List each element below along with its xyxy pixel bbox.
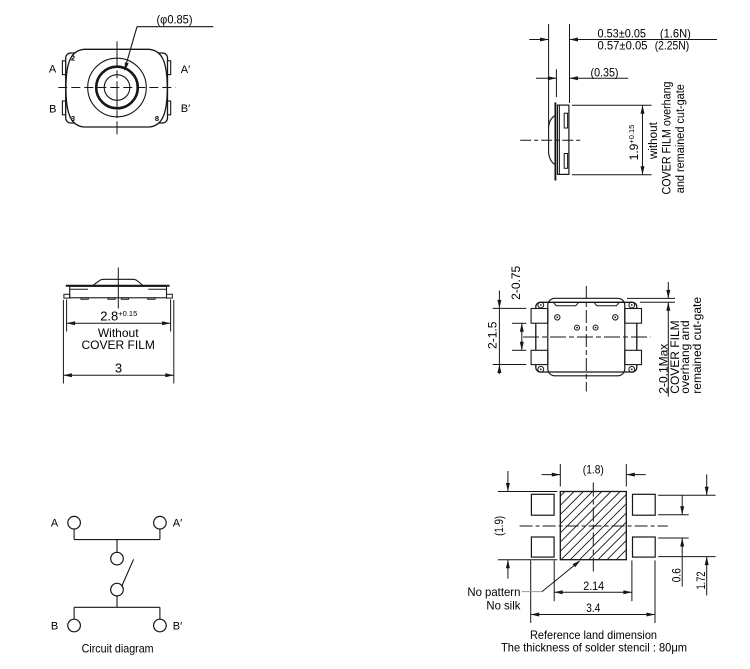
svg-text:B: B bbox=[51, 621, 58, 633]
svg-text:0.6: 0.6 bbox=[669, 568, 683, 582]
svg-text:and remained cut-gate: and remained cut-gate bbox=[675, 84, 687, 193]
svg-text:COVER FILM overhang: COVER FILM overhang bbox=[661, 82, 673, 195]
svg-text:No silk: No silk bbox=[486, 599, 521, 613]
svg-text:(1.8): (1.8) bbox=[583, 463, 604, 477]
svg-text:1.72: 1.72 bbox=[694, 571, 708, 589]
svg-text:remained cut-gate: remained cut-gate bbox=[690, 297, 704, 394]
svg-text:8: 8 bbox=[155, 114, 159, 123]
svg-text:COVER FILM: COVER FILM bbox=[668, 320, 682, 393]
svg-text:No pattern: No pattern bbox=[467, 585, 520, 599]
svg-text:(1.9): (1.9) bbox=[492, 516, 506, 536]
svg-text:Reference land dimension: Reference land dimension bbox=[530, 628, 657, 642]
svg-text:B′: B′ bbox=[181, 103, 190, 115]
svg-text:B: B bbox=[49, 104, 56, 116]
svg-text:B′: B′ bbox=[173, 621, 182, 633]
svg-text:without: without bbox=[648, 121, 660, 160]
svg-text:3: 3 bbox=[71, 114, 75, 123]
svg-text:(φ0.85): (φ0.85) bbox=[157, 12, 193, 26]
svg-text:(1.6N): (1.6N) bbox=[660, 26, 691, 40]
svg-text:A′: A′ bbox=[173, 518, 182, 530]
svg-text:3: 3 bbox=[115, 361, 122, 376]
svg-text:A: A bbox=[49, 63, 57, 75]
svg-text:2-0.1Max: 2-0.1Max bbox=[656, 344, 670, 394]
svg-text:2-1.5: 2-1.5 bbox=[485, 321, 499, 349]
svg-text:2-0.75: 2-0.75 bbox=[509, 265, 523, 299]
svg-text:(0.35): (0.35) bbox=[591, 66, 619, 80]
svg-text:overhang and: overhang and bbox=[678, 320, 692, 393]
svg-text:A′: A′ bbox=[181, 64, 190, 76]
svg-text:COVER FILM: COVER FILM bbox=[82, 338, 155, 352]
svg-text:(2.25N): (2.25N) bbox=[655, 39, 690, 53]
svg-text:0.57±0.05: 0.57±0.05 bbox=[598, 39, 648, 53]
svg-text:2: 2 bbox=[71, 54, 75, 63]
svg-text:The thickness of solder stenci: The thickness of solder stencil : 80μm bbox=[501, 640, 687, 654]
svg-text:Circuit diagram: Circuit diagram bbox=[82, 641, 154, 655]
svg-text:A: A bbox=[51, 518, 59, 530]
svg-text:2.14: 2.14 bbox=[583, 579, 604, 593]
svg-text:3.4: 3.4 bbox=[586, 601, 600, 615]
svg-text:0.53±0.05: 0.53±0.05 bbox=[598, 26, 647, 40]
svg-text:Without: Without bbox=[98, 326, 139, 340]
